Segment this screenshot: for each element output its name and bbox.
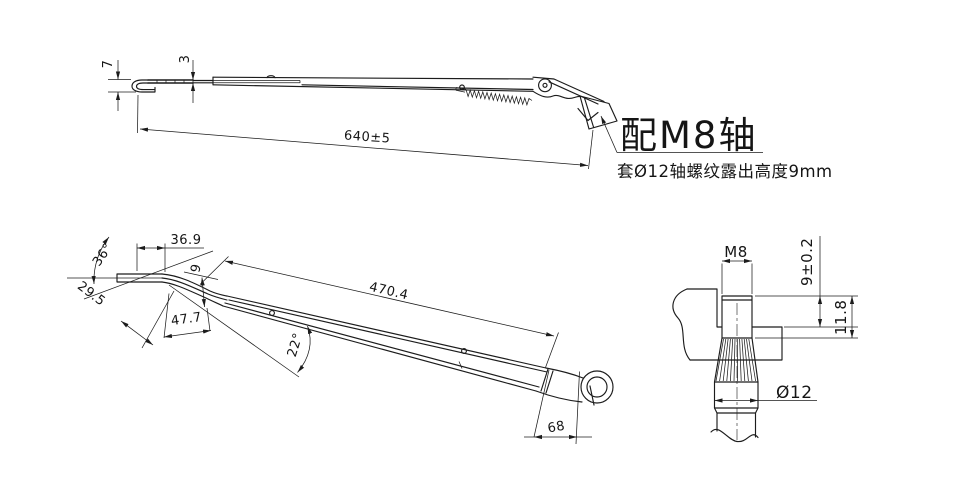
dim-arm-length-label: 470.4 <box>368 280 410 304</box>
dim-crank-offset-label: 9 <box>188 262 204 274</box>
dim-thread-exposed-height-label: 9±0.2 <box>798 238 816 286</box>
shaft-body <box>710 303 759 443</box>
spring-side <box>455 87 533 107</box>
pivot-head-side <box>532 76 618 130</box>
rivet-bump <box>266 75 276 79</box>
dim-bend-length-label: 47.7 <box>170 310 203 329</box>
dim-thread-length: 11.8 <box>755 296 858 339</box>
dim-thread-exposed-height: 9±0.2 <box>755 236 858 328</box>
note-title: 配M8轴 <box>620 114 757 157</box>
note-detail: 套Ø12轴螺纹露出高度9mm <box>617 162 833 181</box>
dim-thread-spec: M8 <box>721 243 753 294</box>
dim-tip-straight-length: 36.9 <box>136 233 204 272</box>
dim-thread-length-label: 11.8 <box>832 300 850 335</box>
dim-arm-length: 470.4 <box>199 256 559 368</box>
dim-tip-length: 29.5 <box>74 279 175 349</box>
dim-shaft-diameter-label: Ø12 <box>776 383 813 403</box>
dim-arm-angle-label: 22° <box>285 331 307 359</box>
wiper-arm-side-outline <box>131 75 534 93</box>
dim-overall-length-label: 640±5 <box>344 128 391 146</box>
dim-hook-height: 7 <box>101 60 136 111</box>
dim-crank-offset: 9 <box>183 262 219 308</box>
wiper-arm-top-outline <box>67 273 548 392</box>
dim-head-length: 68 <box>524 369 592 445</box>
pivot-boss-inner <box>586 376 608 398</box>
arm-head-section <box>672 288 783 361</box>
dim-retainer-thickness-label: 3 <box>178 55 193 64</box>
side-view: 7 3 640±5 配M8轴 套Ø12轴螺纹露出高度9mm <box>101 55 833 181</box>
dim-tip-straight-label: 36.9 <box>171 233 202 248</box>
dim-thread-spec-label: M8 <box>724 243 748 261</box>
arm-hole-top-2 <box>461 348 467 354</box>
knurled-taper <box>713 337 759 383</box>
dim-hook-height-label: 7 <box>101 60 116 69</box>
pivot-rivet-center <box>542 82 548 88</box>
dim-retainer-thickness: 3 <box>178 55 196 103</box>
dim-tip-length-label: 29.5 <box>74 279 108 310</box>
dim-tip-bend-angle-label: 36° <box>90 241 116 270</box>
dim-head-length-label: 68 <box>546 419 566 437</box>
top-view: 36.9 36° 29.5 9 47.7 22° <box>67 233 614 445</box>
dim-overall-length: 640±5 <box>137 94 594 170</box>
pivot-boss-outer <box>580 370 614 404</box>
shaft-note: 配M8轴 套Ø12轴螺纹露出高度9mm <box>600 114 833 181</box>
pivot-rivet <box>538 78 552 93</box>
pivot-head-top <box>535 367 614 406</box>
threaded-stud <box>721 295 753 339</box>
arm-hole-top <box>269 310 275 316</box>
shaft-detail: M8 9±0.2 11.8 Ø12 <box>672 236 858 443</box>
arm-hole <box>459 84 465 91</box>
dim-shaft-diameter: Ø12 <box>714 383 817 403</box>
